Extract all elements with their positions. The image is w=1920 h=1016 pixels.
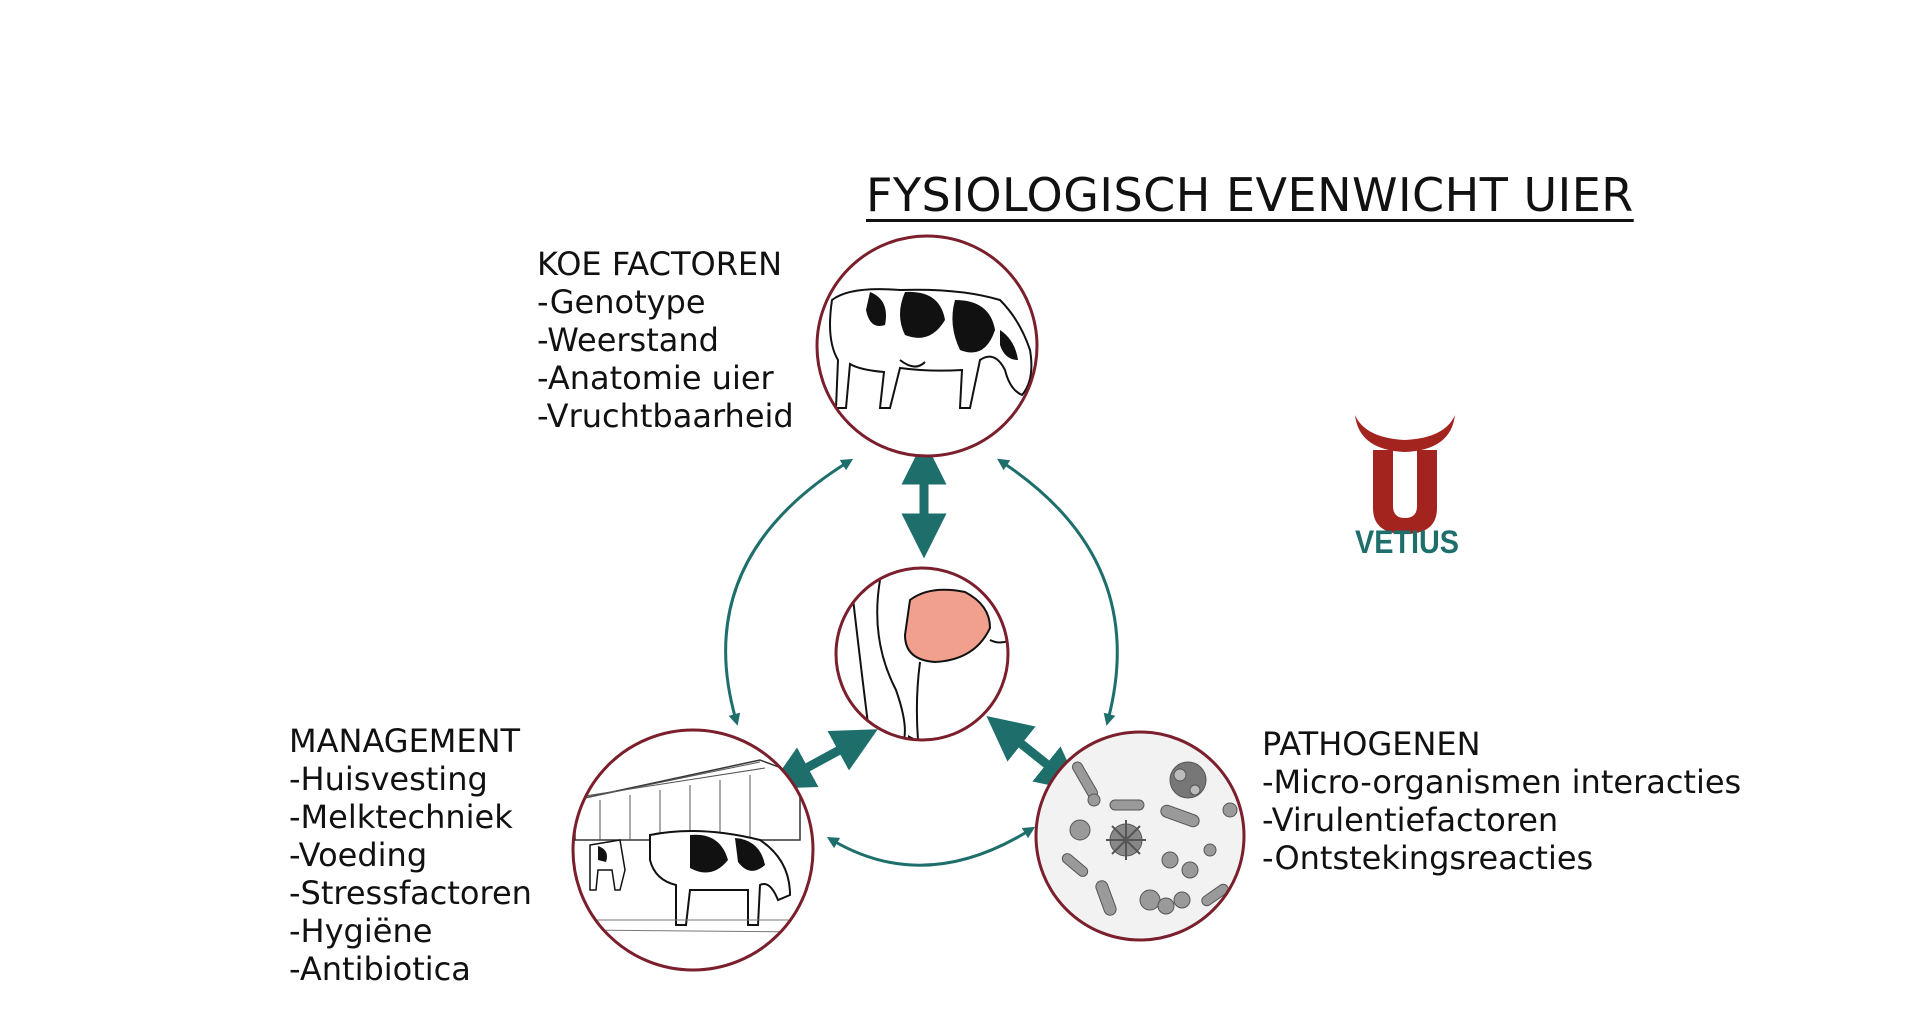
management-item: -Melktechniek [289, 798, 513, 836]
management-block: MANAGEMENT -Huisvesting -Melktechniek -V… [289, 722, 532, 988]
arc-arrow-top-right [996, 458, 1119, 726]
barn-cow-illustration [571, 728, 815, 972]
management-item: -Stressfactoren [289, 874, 532, 912]
vetius-logo-text: VETIUS [1354, 524, 1460, 560]
udder-illustration [834, 566, 1010, 742]
arrow-center-left [768, 729, 878, 789]
management-heading: MANAGEMENT [289, 722, 521, 760]
arc-arrow-top-left [724, 458, 854, 726]
grazing-cow-illustration [815, 234, 1039, 458]
diagram-title: FYSIOLOGISCH EVENWICHT UIER [866, 168, 1634, 222]
pathogenen-item: -Virulentiefactoren [1262, 801, 1559, 839]
koe-factor-item: -Genotype [537, 283, 706, 321]
microorganisms-illustration [1034, 730, 1246, 942]
pathogenen-block: PATHOGENEN -Micro-organismen interacties… [1262, 725, 1741, 877]
vetius-horns-u-logo-icon [1355, 415, 1455, 534]
koe-factor-item: -Weerstand [537, 321, 719, 359]
koe-factor-item: -Anatomie uier [537, 359, 774, 397]
arrow-center-right [986, 715, 1082, 793]
pathogenen-item: -Ontstekingsreacties [1262, 839, 1594, 877]
pathogenen-item: -Micro-organismen interacties [1262, 763, 1742, 801]
management-item: -Antibiotica [289, 950, 471, 988]
management-item: -Hygiëne [289, 912, 433, 950]
koe-factor-item: -Vruchtbaarheid [537, 397, 794, 435]
arc-arrow-bottom [826, 826, 1036, 867]
management-item: -Voeding [289, 836, 428, 874]
koe-factoren-block: KOE FACTOREN -Genotype -Weerstand -Anato… [537, 245, 794, 435]
management-item: -Huisvesting [289, 760, 488, 798]
koe-factoren-heading: KOE FACTOREN [537, 245, 783, 283]
pathogenen-heading: PATHOGENEN [1262, 725, 1481, 763]
